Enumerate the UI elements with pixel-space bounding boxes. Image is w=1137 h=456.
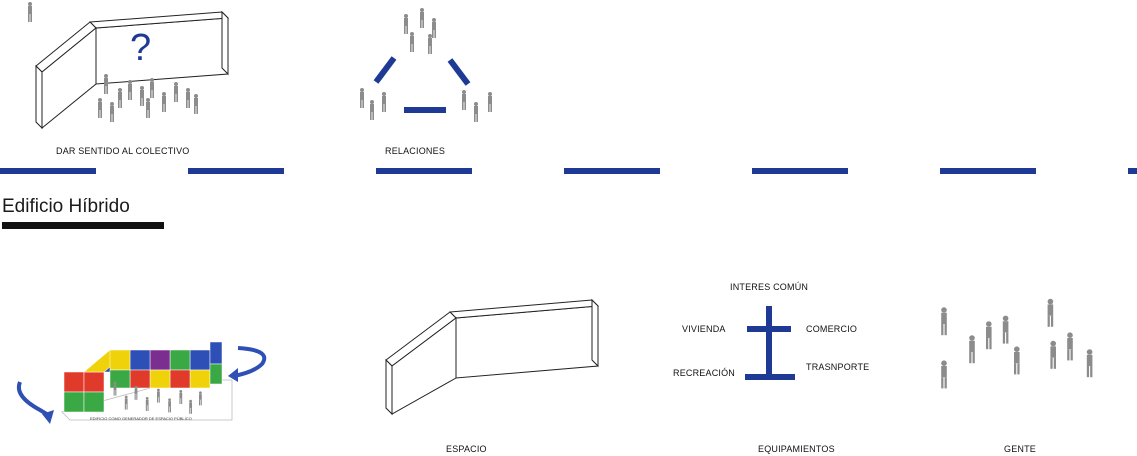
equipment-left-upper: VIVIENDA bbox=[682, 324, 726, 334]
space-label: ESPACIO bbox=[446, 444, 487, 454]
divider-dash bbox=[940, 168, 1036, 174]
divider-dash bbox=[752, 168, 848, 174]
collective-label: DAR SENTIDO AL COLECTIVO bbox=[56, 146, 190, 156]
equipment-right-lower: TRASNPORTE bbox=[806, 362, 870, 372]
equipment-left-lower: RECREACIÓN bbox=[673, 368, 736, 378]
people-group-icon bbox=[28, 2, 198, 122]
equipment-cross-diagram bbox=[745, 306, 795, 380]
divider-dash bbox=[376, 168, 472, 174]
relations-people-icon bbox=[360, 8, 492, 122]
hybrid-building-illustration bbox=[17, 341, 267, 424]
divider-dash bbox=[1128, 168, 1137, 174]
divider-dash bbox=[188, 168, 284, 174]
section-title-underline bbox=[2, 222, 164, 229]
relations-diagram bbox=[360, 8, 492, 122]
equipment-top-label: INTERES COMÚN bbox=[730, 282, 809, 292]
divider-dash bbox=[0, 168, 96, 174]
people-illustration bbox=[941, 298, 1093, 389]
section-title: Edificio Híbrido bbox=[2, 196, 130, 217]
divider-dash bbox=[564, 168, 660, 174]
question-mark: ? bbox=[130, 27, 151, 69]
space-wall-illustration bbox=[385, 298, 600, 416]
collective-wall-illustration: ? bbox=[28, 2, 230, 130]
people-label: GENTE bbox=[1004, 444, 1037, 454]
relations-label: RELACIONES bbox=[385, 146, 446, 156]
equipment-label: EQUIPAMIENTOS bbox=[758, 444, 835, 454]
hybrid-caption: EDIFICIO COMO GENERADOR DE ESPACIO PÚBLI… bbox=[90, 416, 192, 421]
equipment-right-upper: COMERCIO bbox=[806, 324, 858, 334]
